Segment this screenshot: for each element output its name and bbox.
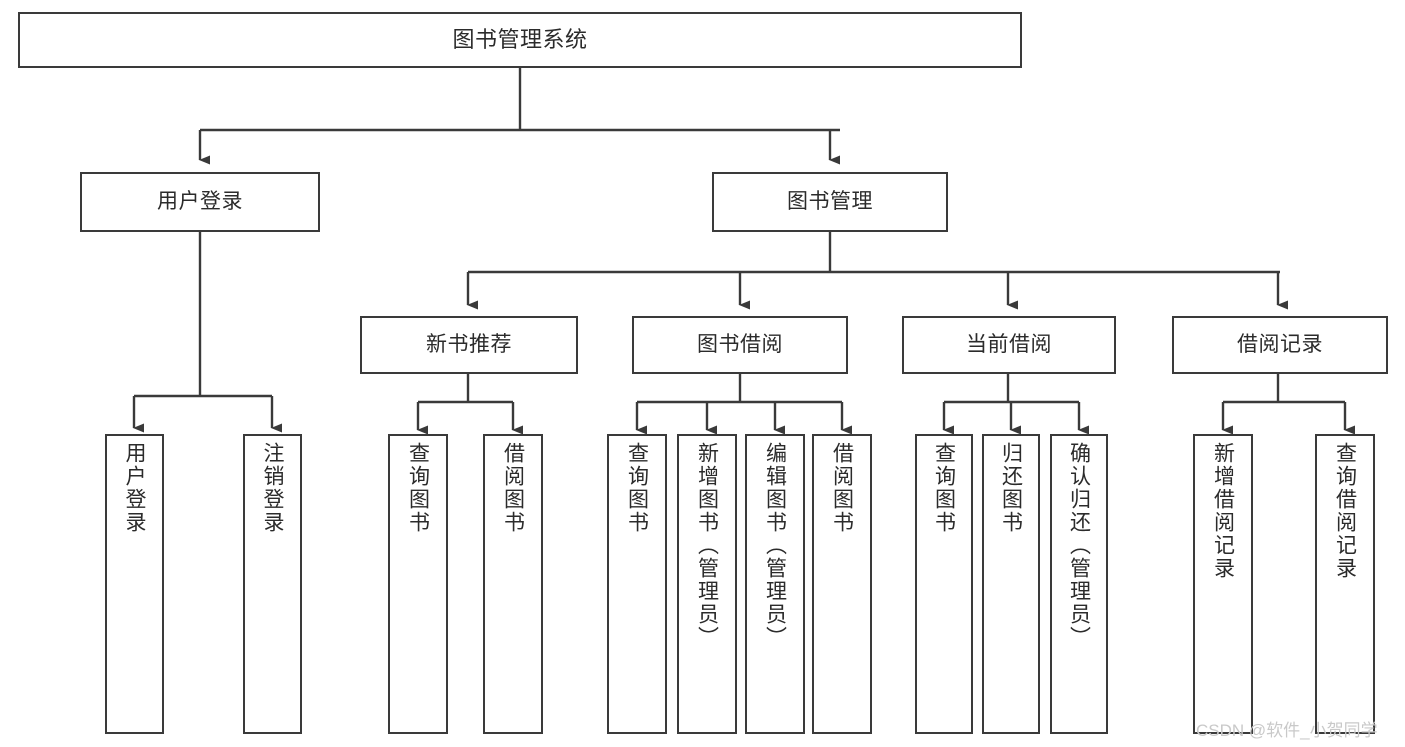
leaf-borrow-record-add-record[interactable]: 新增借阅记录 bbox=[1193, 434, 1253, 734]
node-label: 新书推荐 bbox=[426, 332, 512, 356]
node-label: 归还图书 bbox=[999, 442, 1023, 534]
node-borrow-record[interactable]: 借阅记录 bbox=[1172, 316, 1388, 374]
leaf-new-book-borrow-book[interactable]: 借阅图书 bbox=[483, 434, 543, 734]
node-label: 注销登录 bbox=[261, 442, 284, 534]
node-current-borrow[interactable]: 当前借阅 bbox=[902, 316, 1116, 374]
leaf-user-login-login[interactable]: 用户登录 bbox=[105, 434, 164, 734]
node-label: 用户登录 bbox=[157, 189, 243, 213]
node-label: 图书管理 bbox=[787, 189, 873, 213]
leaf-book-borrow-query-book[interactable]: 查询图书 bbox=[607, 434, 667, 734]
node-label: 查询借阅记录 bbox=[1333, 442, 1357, 580]
node-book-management[interactable]: 图书管理 bbox=[712, 172, 948, 232]
node-new-book-recommend[interactable]: 新书推荐 bbox=[360, 316, 578, 374]
node-label: 借阅图书 bbox=[501, 442, 525, 534]
csdn-watermark: CSDN @软件_小贺同学 bbox=[1196, 721, 1378, 740]
leaf-current-borrow-query-book[interactable]: 查询图书 bbox=[915, 434, 973, 734]
node-label: 当前借阅 bbox=[966, 332, 1052, 356]
leaf-current-borrow-return-book[interactable]: 归还图书 bbox=[982, 434, 1040, 734]
leaf-book-borrow-add-book-admin[interactable]: 新增图书（管理员） bbox=[677, 434, 737, 734]
node-label: 图书管理系统 bbox=[452, 27, 588, 53]
node-label: 用户登录 bbox=[123, 442, 146, 534]
leaf-book-borrow-borrow-book[interactable]: 借阅图书 bbox=[812, 434, 872, 734]
node-user-login[interactable]: 用户登录 bbox=[80, 172, 320, 232]
node-label: 确认归还（管理员） bbox=[1067, 442, 1091, 649]
node-root-book-management-system[interactable]: 图书管理系统 bbox=[18, 12, 1022, 68]
node-label: 新增图书（管理员） bbox=[695, 442, 719, 649]
node-label: 图书借阅 bbox=[697, 332, 783, 356]
node-label: 查询图书 bbox=[932, 442, 956, 534]
node-label: 借阅图书 bbox=[830, 442, 854, 534]
node-book-borrow[interactable]: 图书借阅 bbox=[632, 316, 848, 374]
leaf-new-book-query-book[interactable]: 查询图书 bbox=[388, 434, 448, 734]
node-label: 查询图书 bbox=[625, 442, 649, 534]
leaf-borrow-record-query-record[interactable]: 查询借阅记录 bbox=[1315, 434, 1375, 734]
node-label: 借阅记录 bbox=[1237, 332, 1323, 356]
node-label: 新增借阅记录 bbox=[1211, 442, 1235, 580]
leaf-current-borrow-confirm-return-admin[interactable]: 确认归还（管理员） bbox=[1050, 434, 1108, 734]
node-label: 查询图书 bbox=[406, 442, 430, 534]
node-label: 编辑图书（管理员） bbox=[763, 442, 787, 649]
leaf-user-login-logout[interactable]: 注销登录 bbox=[243, 434, 302, 734]
leaf-book-borrow-edit-book-admin[interactable]: 编辑图书（管理员） bbox=[745, 434, 805, 734]
